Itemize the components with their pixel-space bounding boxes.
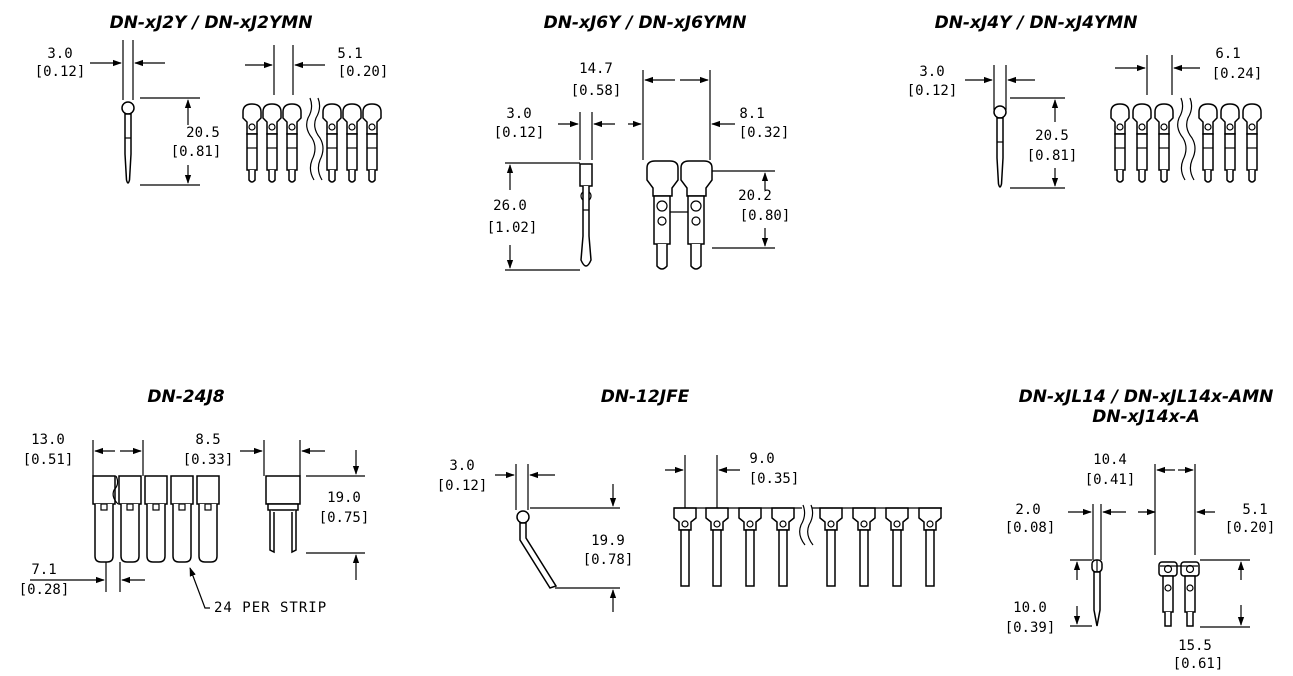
- dim-j2y-a-in: [0.12]: [35, 64, 86, 80]
- dim-j8-a-in: [0.51]: [23, 452, 74, 468]
- title-dn-xjl14-line2: DN-xJ14x-A: [1092, 407, 1200, 427]
- dim-jl14-d-mm: 10.0: [1013, 600, 1047, 616]
- dim-jl14-c-mm: 5.1: [1242, 502, 1267, 518]
- dim-jl14-a-in: [0.41]: [1085, 472, 1136, 488]
- dim-jl14-e-in: [0.61]: [1173, 656, 1224, 672]
- note-24-per-strip: 24 PER STRIP: [214, 600, 327, 616]
- dim-j6y-a-in: [0.58]: [571, 83, 622, 99]
- dim-lines-j8: [30, 440, 365, 609]
- dim-j8-b-mm: 8.5: [195, 432, 220, 448]
- dim-j2y-a-mm: 3.0: [47, 46, 72, 62]
- dim-j6y-d-in: [1.02]: [487, 220, 538, 236]
- dim-j8-d-in: [0.28]: [19, 582, 70, 598]
- dim-j4y-b-mm: 6.1: [1215, 46, 1240, 62]
- pin-side-view-jl14: [1091, 559, 1103, 627]
- dim-j8-d-mm: 7.1: [31, 562, 56, 578]
- dim-j6y-e-in: [0.80]: [740, 208, 791, 224]
- dim-jl14-d-in: [0.39]: [1005, 620, 1056, 636]
- dim-j4y-c-in: [0.81]: [1027, 148, 1078, 164]
- dim-j6y-b-in: [0.12]: [494, 125, 545, 141]
- pin-side-view-j4y: [993, 105, 1007, 188]
- title-dn-xj4y: DN-xJ4Y / DN-xJ4YMN: [935, 13, 1138, 33]
- dim-j6y-d-mm: 26.0: [493, 198, 527, 214]
- dim-jl14-c-in: [0.20]: [1225, 520, 1276, 536]
- title-dn-xj6y: DN-xJ6Y / DN-xJ6YMN: [544, 13, 747, 33]
- dim-j6y-c-in: [0.32]: [739, 125, 790, 141]
- dim-lines-j4y: [965, 55, 1200, 189]
- side-view-j8: [265, 475, 301, 554]
- contact-strip-jfe: [673, 504, 942, 587]
- dim-lines-j6y: [505, 70, 775, 271]
- contact-pair-j6y: [646, 160, 713, 270]
- dim-j2y-b-in: [0.20]: [338, 64, 389, 80]
- dim-j4y-a-mm: 3.0: [919, 64, 944, 80]
- title-dn-xjl14-line1: DN-xJL14 / DN-xJL14x-AMN: [1019, 387, 1274, 407]
- dim-jl14-b-in: [0.08]: [1005, 520, 1056, 536]
- dim-j2y-b-mm: 5.1: [337, 46, 362, 62]
- contact-strip-j2y: [242, 97, 382, 183]
- dim-j8-c-mm: 19.0: [327, 490, 361, 506]
- section-dn-xjl14: DN-xJL14 / DN-xJL14x-AMN DN-xJ14x-A 10.4…: [1005, 387, 1276, 672]
- dim-lines-jfe: [495, 455, 740, 612]
- title-dn-xj2y: DN-xJ2Y / DN-xJ2YMN: [110, 13, 313, 33]
- dim-j4y-c-mm: 20.5: [1035, 128, 1069, 144]
- dim-j8-a-mm: 13.0: [31, 432, 65, 448]
- contact-strip-j4y: [1110, 97, 1262, 183]
- section-dn-xj2y: DN-xJ2Y / DN-xJ2YMN 3.0 [0.12] 20.5 [0.8…: [35, 13, 389, 186]
- dim-jfe-c-mm: 19.9: [591, 533, 625, 549]
- title-dn-12jfe: DN-12JFE: [601, 387, 690, 407]
- dim-jl14-b-mm: 2.0: [1015, 502, 1040, 518]
- dim-lines-jl14: [1068, 464, 1250, 628]
- title-dn-24j8: DN-24J8: [147, 387, 224, 407]
- dim-j8-c-in: [0.75]: [319, 510, 370, 526]
- dim-jl14-e-mm: 15.5: [1178, 638, 1212, 654]
- dim-jfe-b-mm: 9.0: [749, 451, 774, 467]
- section-dn-12jfe: DN-12JFE 3.0 [0.12] 9.0 [0.35] 19.9 [0.7…: [437, 387, 942, 612]
- pin-side-view-j6y: [579, 163, 593, 267]
- dim-j2y-c-mm: 20.5: [186, 125, 220, 141]
- dim-jfe-c-in: [0.78]: [583, 552, 634, 568]
- dim-j6y-b-mm: 3.0: [506, 106, 531, 122]
- section-dn-xj4y: DN-xJ4Y / DN-xJ4YMN 3.0 [0.12] 6.1 [0.24…: [907, 13, 1263, 189]
- contact-pair-jl14: [1158, 561, 1200, 627]
- dim-j2y-c-in: [0.81]: [171, 144, 222, 160]
- dim-j8-b-in: [0.33]: [183, 452, 234, 468]
- dim-j6y-e-mm: 20.2: [738, 188, 772, 204]
- dim-jl14-a-mm: 10.4: [1093, 452, 1127, 468]
- dim-j6y-a-mm: 14.7: [579, 61, 613, 77]
- dim-jfe-a-mm: 3.0: [449, 458, 474, 474]
- dim-j4y-a-in: [0.12]: [907, 83, 958, 99]
- section-dn-xj6y: DN-xJ6Y / DN-xJ6YMN 14.7 [0.58] 3.0 [0.1…: [487, 13, 791, 271]
- dim-j6y-c-mm: 8.1: [739, 106, 764, 122]
- dim-jfe-a-in: [0.12]: [437, 478, 488, 494]
- pin-side-view-j2y: [121, 101, 135, 184]
- dim-jfe-b-in: [0.35]: [749, 471, 800, 487]
- dim-lines-j2y: [90, 40, 325, 186]
- dim-j4y-b-in: [0.24]: [1212, 66, 1263, 82]
- pin-side-view-jfe: [516, 510, 558, 589]
- contact-strip-j8: [92, 475, 220, 563]
- section-dn-24j8: DN-24J8 13.0 [0.51] 8.5 [0.33] 19.0 [0.7…: [19, 387, 370, 616]
